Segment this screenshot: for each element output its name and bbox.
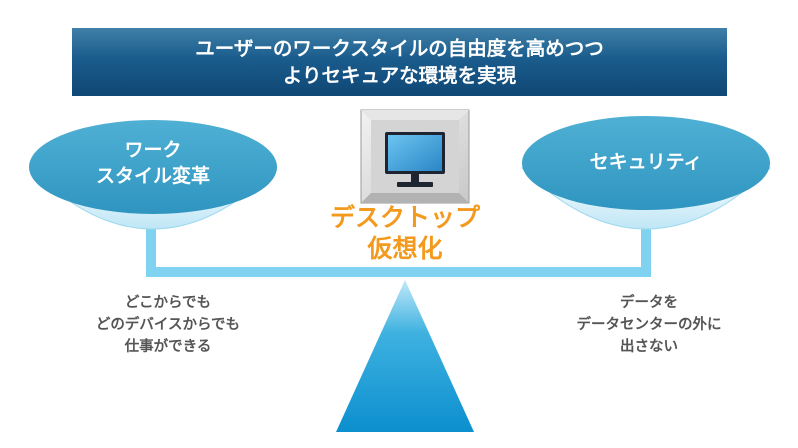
left-caption: どこからでも どのデバイスからでも 仕事ができる <box>63 292 273 358</box>
left-dish-label: ワーク スタイル変革 <box>53 137 253 189</box>
left-dish-label-line-2: スタイル変革 <box>95 165 210 187</box>
desktop-monitor-icon <box>360 109 470 204</box>
center-label: デスクトップ 仮想化 <box>300 202 510 264</box>
left-dish-label-line-1: ワーク <box>124 139 182 161</box>
right-caption-line-2: データセンターの外に <box>576 317 722 333</box>
center-label-line-2: 仮想化 <box>367 234 443 263</box>
left-caption-line-2: どのデバイスからでも <box>95 317 241 333</box>
right-caption-line-1: データを <box>620 295 678 311</box>
headline-line-2: よりセキュアな環境を実現 <box>282 64 517 87</box>
scale-beam <box>146 228 651 277</box>
right-caption-line-3: 出さない <box>620 339 678 355</box>
right-dish-label: セキュリティ <box>546 149 746 175</box>
right-dish-label-line-1: セキュリティ <box>589 151 703 173</box>
scale-fulcrum <box>336 280 474 432</box>
right-caption: データを データセンターの外に 出さない <box>549 292 749 358</box>
headline-line-1: ユーザーのワークスタイルの自由度を高めつつ <box>195 37 604 60</box>
left-scale-dish <box>28 120 278 230</box>
headline-banner: ユーザーのワークスタイルの自由度を高めつつ よりセキュアな環境を実現 <box>72 28 727 96</box>
left-caption-line-3: 仕事ができる <box>124 339 212 355</box>
right-scale-dish <box>520 116 772 230</box>
left-caption-line-1: どこからでも <box>124 295 212 311</box>
center-label-line-1: デスクトップ <box>329 203 480 232</box>
